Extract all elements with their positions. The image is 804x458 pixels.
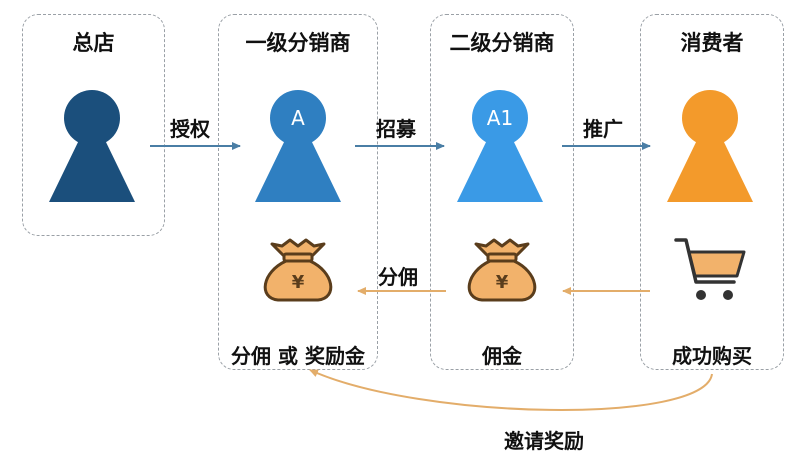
level2-badge: A1 (487, 106, 513, 130)
recruit-label: 招募 (376, 117, 416, 141)
invite-reward-label: 邀请奖励 (504, 429, 584, 453)
hq-box (22, 14, 165, 236)
consumer-person-icon (667, 90, 753, 202)
level1-badge: A (291, 106, 305, 130)
hq-person-icon (49, 90, 135, 202)
level2-title: 二级分销商 (449, 31, 555, 55)
share-label: 分佣 (378, 265, 418, 289)
level1-person-icon: A (255, 90, 341, 202)
level1-title: 一级分销商 (245, 31, 351, 55)
consumer-box (640, 14, 784, 370)
level2-bag-symbol: ¥ (496, 272, 509, 293)
level2-person-icon: A1 (457, 90, 543, 202)
invite-reward-arrow (309, 369, 713, 411)
promote-label: 推广 (583, 117, 623, 141)
level2-caption: 佣金 (482, 344, 522, 368)
level2-box (430, 14, 574, 370)
consumer-caption: 成功购买 (672, 344, 752, 368)
authorize-label: 授权 (170, 117, 210, 141)
level1-bag-symbol: ¥ (292, 272, 305, 293)
hq-title: 总店 (72, 31, 115, 55)
shopping-cart-icon (674, 238, 746, 300)
level1-money-bag-icon: ¥ (263, 238, 333, 302)
level2-money-bag-icon: ¥ (467, 238, 537, 302)
level1-box (218, 14, 378, 370)
consumer-title: 消费者 (680, 31, 744, 55)
level1-caption: 分佣 或 奖励金 (231, 344, 365, 368)
